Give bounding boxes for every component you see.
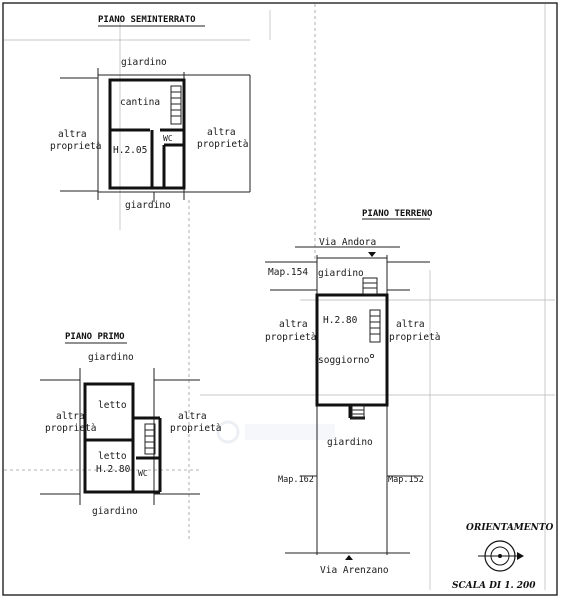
first-left-label-2: proprietà (45, 423, 96, 434)
ground-street-bottom: Via Arenzano (320, 565, 389, 576)
ground-left-label-1: altra (279, 319, 308, 330)
basement-garden-bottom: giardino (125, 200, 171, 211)
ground-map-right: Map.152 (388, 475, 424, 485)
first-garden-bottom: giardino (92, 506, 138, 517)
orientation-title: ORIENTAMENTO (466, 523, 554, 533)
basement-room-cantina: cantina (120, 97, 160, 108)
basement-wc: WC (163, 134, 173, 143)
basement-garden-top: giardino (121, 57, 167, 68)
scale-label: SCALA DI 1. 200 (452, 581, 536, 591)
first-height: H.2.80 (96, 464, 131, 475)
ground-garden-bottom: giardino (327, 437, 373, 448)
ground-left-label-2: proprietà (265, 332, 316, 343)
ground-title: PIANO TERRENO (362, 209, 433, 219)
first-garden-top: giardino (88, 352, 134, 363)
basement-title: PIANO SEMINTERRATO (98, 15, 196, 25)
basement-plan (60, 25, 251, 202)
ground-map-left: Map.162 (278, 475, 314, 485)
ground-street-top: Via Andora (319, 237, 376, 248)
first-right-label-1: altra (178, 411, 207, 422)
watermark (216, 420, 335, 444)
first-left-label-1: altra (56, 411, 85, 422)
ground-garden-top: giardino (318, 268, 364, 279)
first-title: PIANO PRIMO (65, 332, 125, 342)
first-floor-plan (40, 342, 200, 505)
first-right-label-2: proprietà (170, 423, 221, 434)
compass-rose-icon (478, 540, 524, 572)
first-wc: WC (138, 469, 148, 478)
basement-height: H.2.05 (113, 145, 147, 156)
first-room-1: letto (98, 400, 127, 411)
basement-left-label-1: altra (58, 129, 87, 140)
ground-height: H.2.80 (323, 315, 358, 326)
basement-right-label-1: altra (207, 127, 236, 138)
basement-right-label-2: proprietà (197, 139, 248, 150)
basement-left-label-2: proprietà (50, 141, 101, 152)
ground-map-top: Map.154 (268, 267, 308, 278)
ground-right-label-1: altra (396, 319, 425, 330)
drawing-frame (2, 2, 558, 596)
ground-living-room: soggiorno (318, 355, 370, 366)
ground-floor-plan (265, 218, 430, 560)
first-room-2: letto (98, 451, 127, 462)
ground-right-label-2: proprietà (389, 332, 440, 343)
construction-lines (4, 4, 555, 590)
